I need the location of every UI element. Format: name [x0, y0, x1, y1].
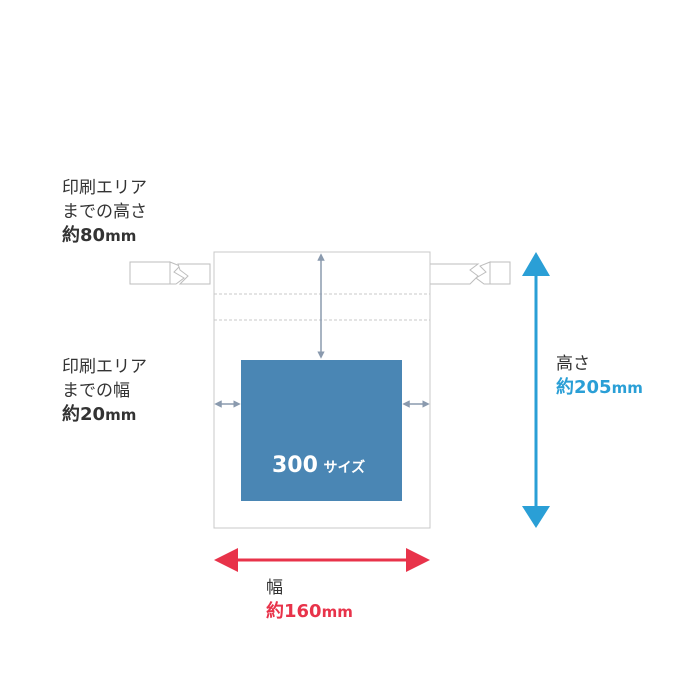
bag-height-line1: 高さ — [556, 354, 590, 374]
width-to-print-line2: までの幅 — [62, 381, 130, 401]
width-to-print-number: 20 — [80, 404, 106, 425]
left-drawstring — [129, 261, 211, 285]
print-area-label: 300 サイズ — [272, 453, 365, 478]
height-to-print-approx: 約 — [62, 225, 80, 246]
bag-width-number: 160 — [284, 601, 322, 622]
height-to-print-line1: 印刷エリア — [62, 178, 147, 198]
bag-width-line1: 幅 — [266, 578, 283, 598]
bag-height-value: 約205mm — [556, 376, 643, 400]
bag-height-label: 高さ 約205mm — [556, 352, 643, 400]
bag-height-number: 205 — [574, 377, 612, 398]
width-to-print-unit: mm — [105, 406, 137, 424]
height-to-print-value: 約80mm — [62, 224, 147, 248]
bag-width-unit: mm — [321, 603, 353, 621]
height-to-print-unit: mm — [105, 227, 137, 245]
bag-width-label: 幅 約160mm — [266, 576, 353, 624]
bag-width-arrow — [214, 548, 430, 572]
bag-height-approx: 約 — [556, 377, 574, 398]
bag-width-value: 約160mm — [266, 600, 353, 624]
width-to-print-line1: 印刷エリア — [62, 357, 147, 377]
bag-width-approx: 約 — [266, 601, 284, 622]
height-to-print-line2: までの高さ — [62, 202, 147, 222]
print-area-size: 300 — [272, 453, 318, 478]
print-area — [241, 360, 402, 501]
print-area-suffix: サイズ — [323, 460, 366, 476]
width-to-print-label: 印刷エリア までの幅 約20mm — [62, 355, 147, 427]
bag-height-unit: mm — [611, 379, 643, 397]
right-drawstring — [429, 261, 511, 285]
height-to-print-number: 80 — [80, 225, 106, 246]
height-to-print-label: 印刷エリア までの高さ 約80mm — [62, 176, 147, 248]
width-to-print-value: 約20mm — [62, 403, 147, 427]
width-to-print-approx: 約 — [62, 404, 80, 425]
bag-height-arrow — [522, 252, 550, 528]
